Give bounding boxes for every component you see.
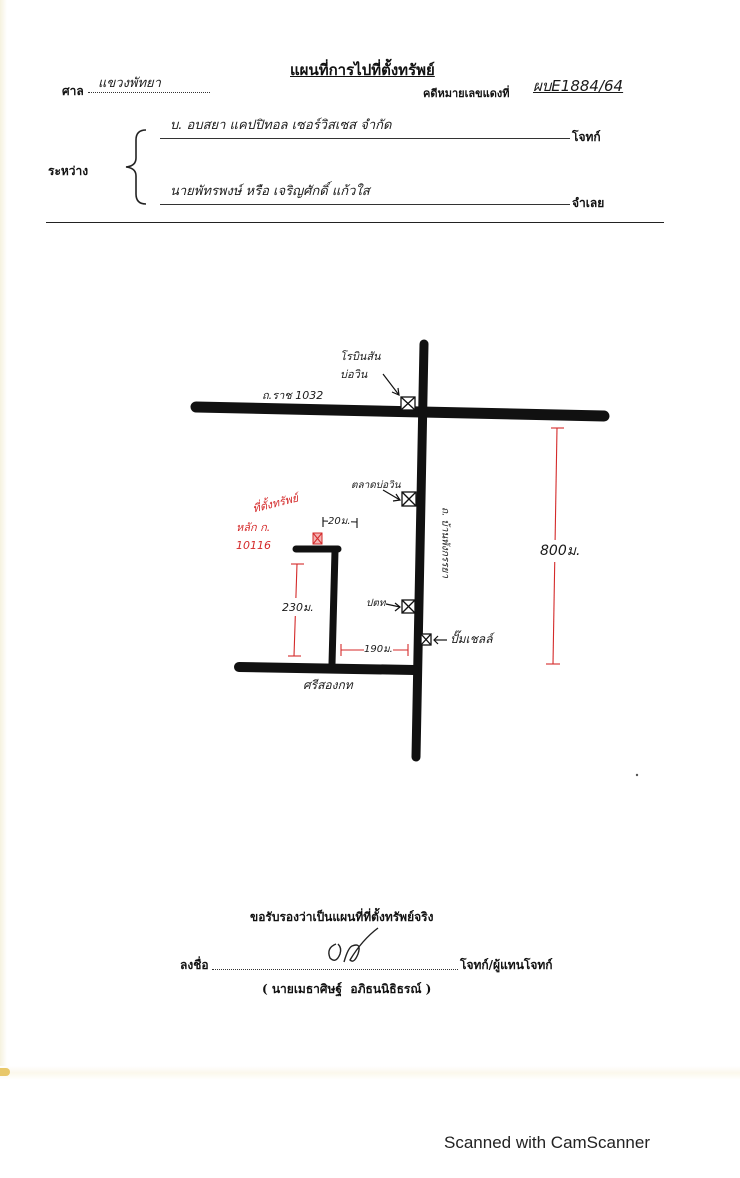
dist-left-label: 230ม. xyxy=(282,598,314,616)
robinson-label: โรบินสัน บ่อวิน xyxy=(340,350,381,381)
arrow-shell xyxy=(433,635,447,645)
scan-edge xyxy=(0,0,7,1080)
dist-bottom-label: 190ม. xyxy=(364,642,393,657)
certification-statement: ขอรับรองว่าเป็นแผนที่ที่ตั้งทรัพย์จริง xyxy=(250,910,434,924)
arrow-market xyxy=(382,489,402,502)
dist-top-label: 20ม. xyxy=(328,514,351,529)
signature xyxy=(328,927,379,963)
court-name: แขวงพัทยา xyxy=(98,76,161,91)
defendant-label: จำเลย xyxy=(572,196,605,210)
road-vertical-label: ถ. บ้านพังกรรยา xyxy=(439,507,451,578)
property-marker xyxy=(312,532,323,545)
scanner-watermark: Scanned with CamScanner xyxy=(444,1133,651,1152)
landmark-ptt xyxy=(401,599,416,614)
case-no-value: ผบE1884/64 xyxy=(533,77,624,95)
arrow-ptt xyxy=(385,602,401,612)
plaintiff-label: โจทก์ xyxy=(572,130,601,144)
signer-role: โจทก์/ผู้แทนโจทก์ xyxy=(460,958,553,972)
case-no-label: คดีหมายเลขแดงที่ xyxy=(423,87,510,100)
soi-vertical xyxy=(328,547,339,668)
court-label: ศาล xyxy=(62,84,84,98)
scan-bottom-edge xyxy=(0,1066,740,1080)
arrow-robinson xyxy=(382,373,400,396)
ptt-label: ปตท xyxy=(366,598,386,609)
defendant-line xyxy=(160,204,570,205)
deed-label: หลัก ก. 10116 xyxy=(236,521,271,552)
landmark-shell xyxy=(420,633,432,646)
plaintiff-line xyxy=(160,138,570,139)
road-top xyxy=(190,401,610,422)
bottom-road-label: ศรีสองกท xyxy=(303,678,353,692)
shell-label: ปั๊มเชลล์ xyxy=(450,632,493,646)
landmark-market xyxy=(401,491,417,507)
brace-icon xyxy=(125,129,147,205)
road-top-label: ถ.ราช 1032 xyxy=(262,389,324,402)
page-title: แผนที่การไปที่ตั้งทรัพย์ xyxy=(290,61,435,79)
dist-right-label: 800ม. xyxy=(540,540,581,562)
defendant-name: นายพัทรพงษ์ หรือ เจริญศักดิ์ แก้วใส xyxy=(170,184,370,199)
between-label: ระหว่าง xyxy=(48,164,89,178)
road-bottom xyxy=(234,662,419,675)
road-vertical-main xyxy=(411,339,429,762)
signer-name: ( นายเมธาศิษฐ์ อภิธนนิธิธรณ์ ) xyxy=(262,982,432,996)
court-name-line xyxy=(88,92,210,93)
scan-corner-mark xyxy=(0,1068,10,1076)
plaintiff-name: บ. อบสยา แคปปิทอล เซอร์วิสเซส จำกัด xyxy=(170,118,392,133)
market-label: ตลาดบ่อวิน xyxy=(351,480,401,491)
sign-label: ลงชื่อ xyxy=(180,958,209,972)
sign-line xyxy=(212,969,458,970)
header-divider xyxy=(46,222,664,223)
landmark-robinson xyxy=(400,396,416,411)
